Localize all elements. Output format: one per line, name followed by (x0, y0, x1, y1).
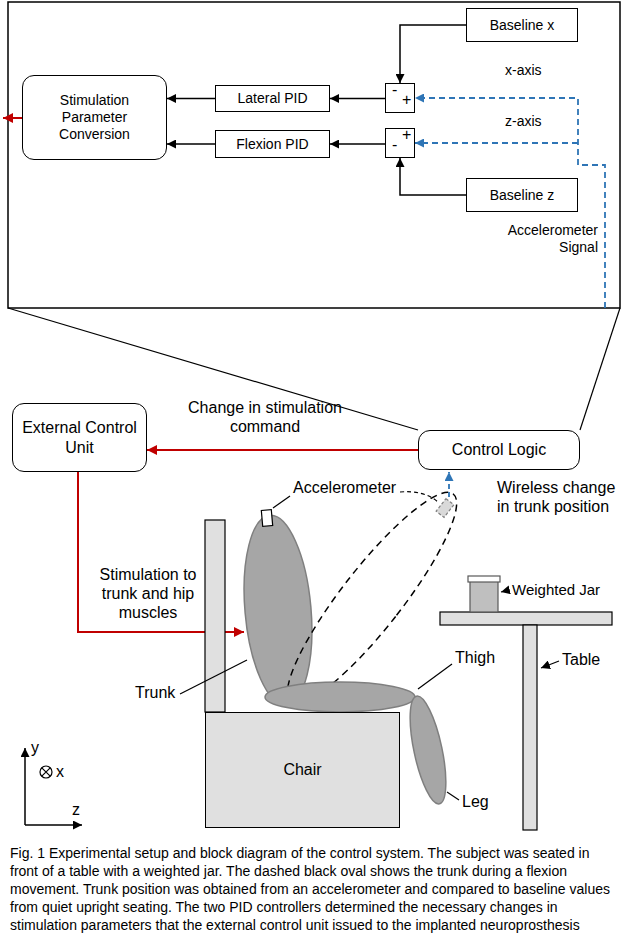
node-text: Baseline z (490, 187, 555, 204)
part-label: Leg (462, 792, 502, 811)
sign-label: + (402, 92, 411, 108)
signal-name: Accelerometer Signal (492, 222, 598, 256)
edge-label: Change in stimulation command (165, 398, 365, 436)
signal-name: z-axis (505, 113, 575, 130)
weighted-jar (470, 580, 498, 612)
signal-arrow (330, 143, 385, 145)
summing-junction: -+ (385, 83, 415, 113)
thigh-shape (265, 682, 415, 712)
summing-junction: +- (385, 128, 415, 158)
process-box: Stimulation Parameter Conversion (22, 75, 167, 160)
leader-line (541, 661, 559, 668)
signal-arrow (330, 98, 385, 100)
leader-line (400, 492, 438, 502)
reference-box: Baseline z (466, 178, 578, 212)
controller-box: Lateral PID (215, 85, 330, 112)
signal-arrow (400, 25, 466, 83)
chair-seat: Chair (205, 712, 400, 828)
axis-arrow (24, 748, 26, 825)
leader-line (418, 664, 452, 689)
signal-arrow (147, 449, 418, 451)
reference-box: Baseline x (466, 8, 578, 42)
figure-caption: Fig. 1 Experimental setup and block diag… (10, 844, 618, 934)
table-top (440, 612, 612, 625)
leader-line (273, 496, 290, 508)
axis-label: y (31, 738, 51, 757)
node-text: Baseline x (490, 17, 555, 34)
controller-box: Flexion PID (215, 130, 330, 158)
signal-name: Wireless change in trunk position (497, 478, 619, 516)
axis-into-page (40, 766, 52, 778)
leader-line (447, 792, 459, 800)
sign-label: - (392, 82, 397, 98)
signal-name: x-axis (505, 62, 575, 79)
signal-arrow (167, 143, 215, 145)
leader-line (180, 660, 247, 694)
signal-line (415, 98, 605, 308)
node-text: External Control Unit (18, 418, 141, 456)
signal-arrow (167, 98, 215, 100)
inset-frame (8, 2, 620, 308)
node-text: Chair (283, 760, 321, 779)
node-text: Stimulation Parameter Conversion (28, 92, 161, 142)
output-arrow (3, 117, 22, 119)
trunk-shape (237, 512, 319, 707)
table-leg (523, 625, 537, 830)
zoom-line (580, 308, 620, 430)
axis-label: z (72, 800, 92, 819)
node-text: Lateral PID (237, 90, 307, 107)
axis-label: x (56, 762, 76, 781)
accelerometer-moved (436, 499, 454, 518)
node-text: Control Logic (452, 440, 546, 459)
logic-box: Control Logic (418, 430, 580, 470)
part-label: Trunk (135, 683, 185, 702)
axis-arrow (25, 824, 82, 826)
signal-line (415, 142, 578, 144)
part-label: Weighted Jar (512, 581, 617, 599)
control-unit-box: External Control Unit (12, 403, 147, 472)
jar-lid (468, 576, 500, 582)
leader-line (501, 590, 509, 592)
axis-into-page (42, 768, 50, 776)
part-label: Accelerometer (293, 478, 403, 497)
sign-label: + (402, 127, 411, 143)
signal-name: Stimulation to trunk and hip muscles (98, 565, 198, 623)
chair-back (205, 520, 225, 712)
sign-label: - (392, 137, 397, 153)
part-label: Table (562, 650, 622, 669)
connector-layer (147, 25, 466, 450)
leg-shape (403, 693, 453, 806)
part-label: Thigh (455, 648, 515, 667)
accelerometer (261, 510, 272, 527)
node-text: Flexion PID (236, 136, 308, 153)
signal-arrow (400, 158, 466, 195)
wireless-line (448, 472, 450, 497)
